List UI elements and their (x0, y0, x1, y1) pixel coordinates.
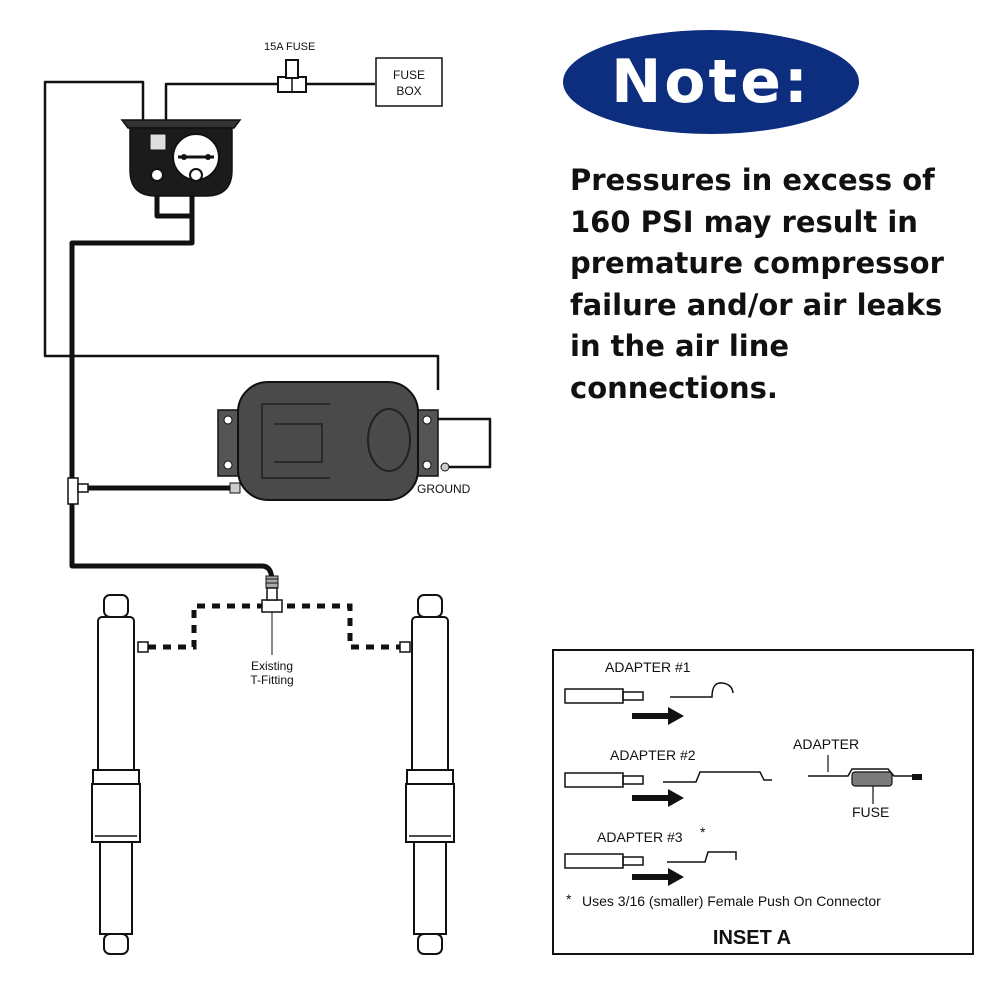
inset-a: ADAPTER #1 ADAPTER #2 ADAPTER #3 * ADAPT… (552, 649, 974, 955)
existing-label-line1: Existing (251, 659, 293, 673)
air-lines (69, 169, 275, 585)
inset-title: INSET A (713, 927, 791, 949)
adapter-3-drawing (564, 851, 737, 869)
adapter-1-drawing (564, 682, 734, 704)
adapter-1-arrow-icon (632, 707, 684, 725)
note-title: Note: (611, 47, 811, 117)
inline-fuse: 15A FUSE (264, 41, 315, 93)
adapter-3-label: ADAPTER #3 (597, 829, 683, 845)
footnote-star: * (566, 891, 572, 907)
note-badge: Note: (563, 30, 859, 134)
tee-fitting (67, 477, 89, 505)
fuse-box-label-line1: FUSE (393, 68, 425, 82)
fuse-box: FUSE BOX (375, 57, 443, 107)
fuse-15a-label: 15A FUSE (264, 41, 315, 53)
adapter-1-label: ADAPTER #1 (605, 659, 691, 675)
note-text: Pressures in excess of 160 PSI may resul… (570, 163, 944, 405)
compressor: GROUND (217, 381, 471, 501)
adapter-2-arrow-icon (632, 789, 684, 807)
existing-label-line2: T-Fitting (250, 673, 293, 687)
footnote-text: Uses 3/16 (smaller) Female Push On Conne… (582, 893, 881, 909)
right-shock-absorber (399, 594, 455, 955)
adapter-3-star: * (700, 824, 706, 840)
fuse-box-label-line2: BOX (396, 84, 421, 98)
gauge-panel (120, 119, 242, 197)
adapter-fuse-drawing (808, 768, 922, 787)
air-line-connector (265, 575, 279, 589)
adapter-fuse-top-label: ADAPTER (793, 736, 859, 752)
left-shock-absorber (91, 594, 149, 955)
electrical-wires (43, 80, 492, 469)
adapter-fuse-bottom-label: FUSE (852, 804, 889, 820)
ground-label: GROUND (417, 482, 471, 496)
adapter-3-arrow-icon (632, 868, 684, 886)
existing-t-fitting: Existing T-Fitting (250, 587, 294, 687)
adapter-2-label: ADAPTER #2 (610, 747, 696, 763)
adapter-2-drawing (564, 771, 772, 788)
